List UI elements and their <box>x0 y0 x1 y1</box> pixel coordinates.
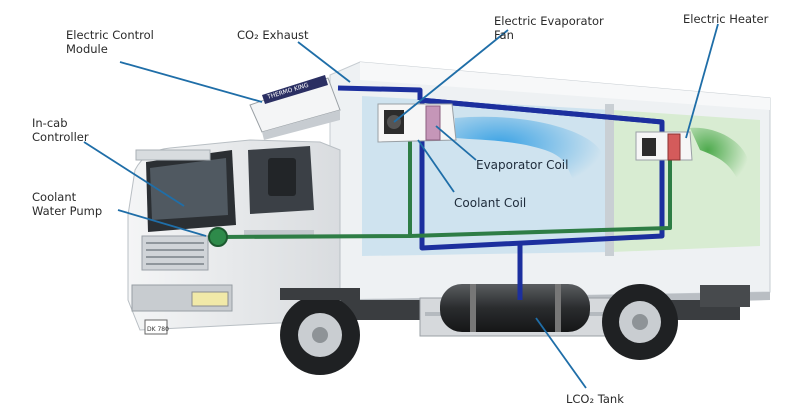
headlight <box>191 291 229 307</box>
callout-co2-exhaust <box>297 41 351 83</box>
electric-heater-assembly <box>635 131 693 161</box>
label-co2-exhaust: CO₂ Exhaust <box>237 28 309 42</box>
callout-electric-evaporator-fan <box>393 29 509 123</box>
label-lco2-tank: LCO₂ Tank <box>566 392 624 406</box>
callout-coolant-coil <box>417 139 455 193</box>
partition-wall <box>605 104 614 256</box>
electric-control-module-unit <box>249 75 341 140</box>
label-coolant-coil: Coolant Coil <box>454 196 527 210</box>
evaporator-coil <box>425 105 441 141</box>
front-wheel <box>280 295 360 375</box>
warm-air-plume <box>690 127 750 184</box>
plate-text: DK 780 <box>147 326 169 333</box>
rear-wheel <box>602 284 678 360</box>
cold-air-plume <box>455 116 604 187</box>
heater-element <box>667 133 681 161</box>
evaporator-assembly <box>377 103 457 143</box>
callout-lco2-tank <box>535 317 587 389</box>
label-coolant-water-pump: Coolant Water Pump <box>32 190 103 218</box>
cargo-box <box>329 61 771 312</box>
side-mirror <box>268 158 296 196</box>
co2-piping <box>337 85 665 300</box>
label-electric-heater: Electric Heater <box>683 12 769 26</box>
coolant-water-pump <box>208 227 228 247</box>
label-electric-control-module: Electric Control Module <box>66 28 154 56</box>
license-plate <box>144 319 168 335</box>
label-evaporator-coil: Evaporator Coil <box>476 158 569 172</box>
callout-evaporator-coil <box>435 125 477 161</box>
callout-electric-heater <box>685 23 719 139</box>
lco2-tank <box>440 284 590 332</box>
callout-coolant-water-pump <box>117 209 207 237</box>
callout-in-cab-controller <box>83 141 185 207</box>
callout-lines <box>83 23 719 389</box>
callout-electric-control-module <box>119 61 263 103</box>
label-electric-evaporator-fan: Electric Evaporator Fan <box>494 14 604 42</box>
label-in-cab-controller: In-cab Controller <box>32 116 89 144</box>
